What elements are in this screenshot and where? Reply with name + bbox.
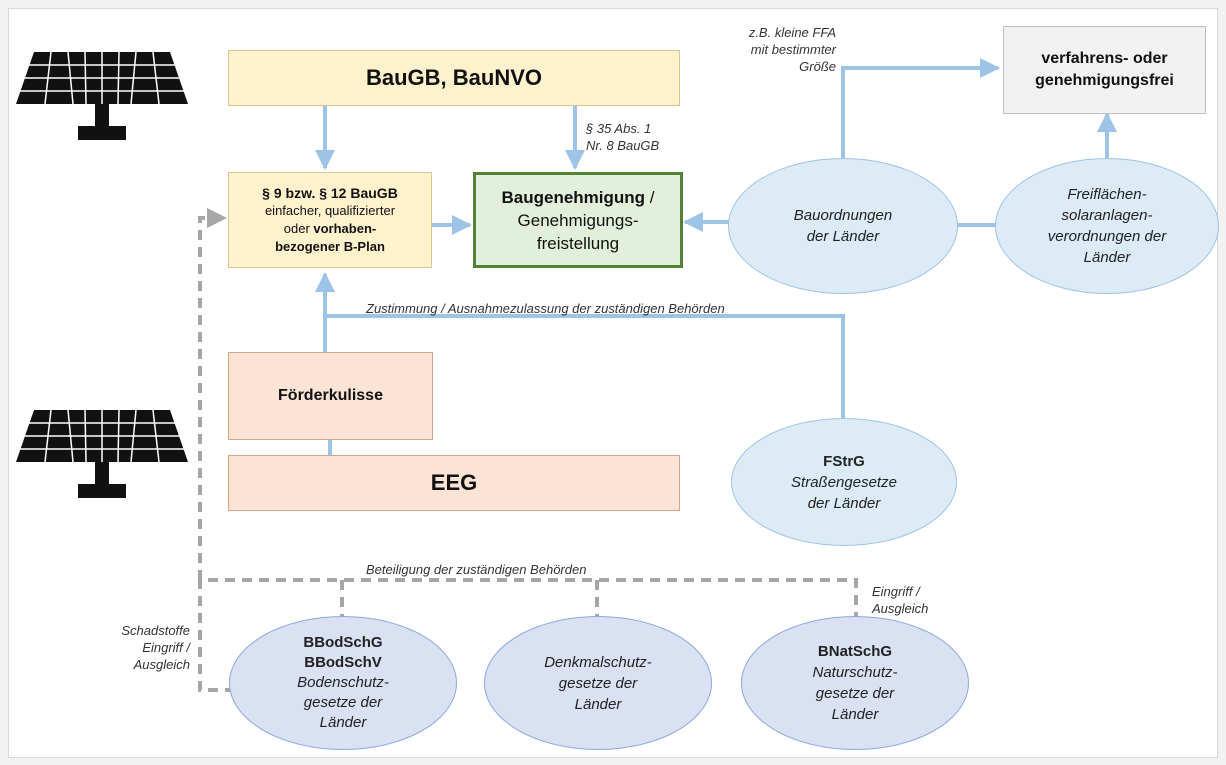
baugenehmigung-suffix: / <box>645 187 655 207</box>
schadstoffe-label: Schadstoffe Eingriff / Ausgleich <box>90 622 190 673</box>
baugb-box: BauGB, BauNVO <box>228 50 680 106</box>
foerderkulisse-box: Förderkulisse <box>228 352 433 440</box>
bplan-line3-bold: vorhaben- <box>313 221 377 236</box>
arrow-bauordnungen-to-frei <box>841 58 1000 158</box>
par35-line1: § 35 Abs. 1 <box>586 121 652 136</box>
bbodschg-ellipse: BBodSchG BBodSchV Bodenschutz- gesetze d… <box>229 616 457 750</box>
bnatschg-line3: gesetze der <box>815 685 895 702</box>
bbodschg-line3: Bodenschutz- <box>297 674 389 691</box>
schad-line2: Eingriff / <box>142 640 190 655</box>
bnatschg-bold: BNatSchG <box>817 643 893 660</box>
bauordnungen-line2: der Länder <box>806 228 880 245</box>
schad-line1: Schadstoffe <box>121 623 190 638</box>
freiflaechen-line4: Länder <box>1083 249 1131 266</box>
bbodschg-line5: Länder <box>319 714 367 731</box>
frei-line2: genehmigungsfrei <box>1035 72 1174 89</box>
bplan-line2: einfacher, qualifizierter <box>264 203 396 218</box>
foerderkulisse-text: Förderkulisse <box>278 387 383 404</box>
bplan-line1: § 9 bzw. § 12 BauGB <box>262 185 398 201</box>
eeg-box: EEG <box>228 455 680 511</box>
frei-box: verfahrens- oder genehmigungsfrei <box>1003 26 1206 114</box>
beteiligung-label: Beteiligung der zuständigen Behörden <box>366 562 587 577</box>
bauordnungen-ellipse: Bauordnungen der Länder <box>728 158 958 294</box>
bplan-line3: oder vorhaben- <box>284 220 376 238</box>
eingriff-line1: Eingriff / <box>872 584 920 599</box>
ffa-line1: z.B. kleine FFA <box>748 25 836 40</box>
bbodschg-bold2: BBodSchV <box>304 654 382 671</box>
denkmal-line3: Länder <box>574 695 622 713</box>
denkmalschutz-ellipse: Denkmalschutz- gesetze der Länder <box>484 616 712 750</box>
baugb-text: BauGB, BauNVO <box>365 65 543 90</box>
solar-panel-icon <box>16 409 188 498</box>
denkmal-line1: Denkmalschutz- <box>544 653 652 671</box>
fstrg-bold: FStrG <box>823 452 865 470</box>
ffa-line3: Größe <box>799 59 836 74</box>
bauordnungen-line1: Bauordnungen <box>793 207 893 224</box>
fstrg-ellipse: FStrG Straßengesetze der Länder <box>731 418 957 546</box>
bnatschg-ellipse: BNatSchG Naturschutz- gesetze der Länder <box>741 616 969 750</box>
bplan-line3-prefix: oder <box>283 221 314 236</box>
denkmal-line2: gesetze der <box>558 674 638 692</box>
freiflaechen-line3: verordnungen der <box>1047 228 1167 245</box>
freiflaechen-line1: Freiflächen- <box>1067 186 1147 203</box>
eingriff-label: Eingriff / Ausgleich <box>872 583 928 617</box>
ffa-label: z.B. kleine FFA mit bestimmter Größe <box>740 24 836 75</box>
baugenehmigung-box: Baugenehmigung / Genehmigungs- freistell… <box>473 172 683 268</box>
par35-label: § 35 Abs. 1 Nr. 8 BauGB <box>586 120 659 154</box>
frei-line1: verfahrens- oder <box>1041 50 1168 67</box>
baugenehmigung-line1: Baugenehmigung / <box>501 186 654 209</box>
baugenehmigung-line3: freistellung <box>536 233 620 253</box>
ffa-line2: mit bestimmter <box>750 42 836 57</box>
bnatschg-line4: Länder <box>831 706 879 723</box>
fstrg-line3: der Länder <box>807 494 881 512</box>
baugenehmigung-bold: Baugenehmigung <box>501 187 646 207</box>
dashed-to-bplan <box>198 208 227 580</box>
bnatschg-line2: Naturschutz- <box>812 664 898 681</box>
baugenehmigung-line2: Genehmigungs- <box>517 210 639 230</box>
bbodschg-bold1: BBodSchG <box>303 634 383 651</box>
eeg-text: EEG <box>430 470 478 495</box>
freiflaechen-ellipse: Freiflächen- solaranlagen- verordnungen … <box>995 158 1219 294</box>
bplan-line4: bezogener B-Plan <box>275 239 385 254</box>
bbodschg-line4: gesetze der <box>303 694 383 711</box>
solar-panel-icon <box>16 51 188 140</box>
freiflaechen-line2: solaranlagen- <box>1061 207 1153 224</box>
eingriff-line2: Ausgleich <box>872 601 929 616</box>
schad-line3: Ausgleich <box>133 657 190 672</box>
arrow-fstrg-to-bplan <box>315 272 845 418</box>
zustimmung-label: Zustimmung / Ausnahmezulassung der zustä… <box>366 301 725 316</box>
par35-line2: Nr. 8 BauGB <box>586 138 660 153</box>
bplan-box: § 9 bzw. § 12 BauGB einfacher, qualifizi… <box>228 172 432 268</box>
fstrg-line2: Straßengesetze <box>791 473 897 491</box>
